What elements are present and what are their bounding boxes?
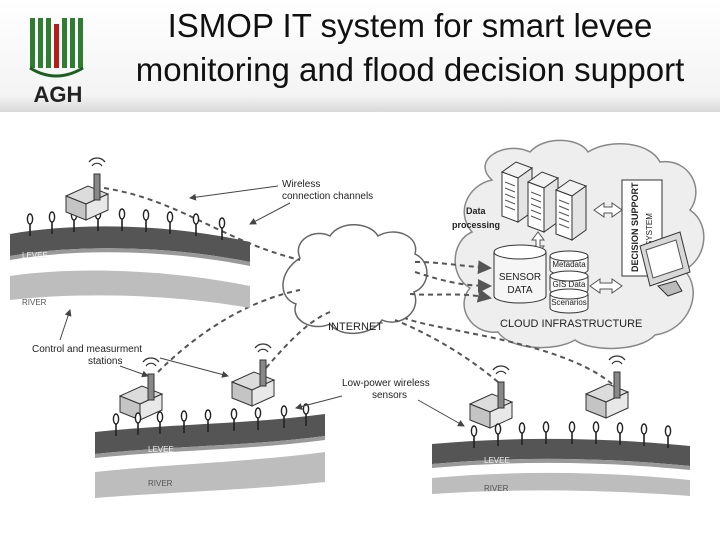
agh-logo: AGH [29, 18, 84, 106]
internet-cloud [282, 224, 428, 335]
levee-surface [432, 458, 690, 470]
wireless-label-2: connection channels [282, 191, 373, 202]
server-icon [527, 171, 559, 233]
levee-band [432, 438, 690, 466]
control-stations-label-2: stations [88, 356, 122, 367]
levee-surface [10, 248, 250, 266]
low-power-arrow [417, 399, 465, 427]
title-line-2: monitoring and flood decision support [135, 51, 685, 88]
river-band [10, 270, 250, 308]
wireless-arrow [189, 185, 279, 201]
levee-band [10, 226, 250, 262]
wireless-arrow [249, 202, 291, 225]
decision-support-system-label: SYSTEM [645, 213, 654, 246]
river-label: RIVER [22, 298, 47, 307]
title-line-1: ISMOP IT system for smart levee [167, 7, 653, 44]
river-band [95, 452, 325, 498]
slide-title: ISMOP IT system for smart levee monitori… [112, 4, 708, 92]
control-stations-arrow [159, 357, 229, 378]
double-arrow-icon [593, 202, 623, 218]
server-icon [555, 179, 587, 241]
connection-channels [103, 187, 613, 385]
sensor-data-label-2: DATA [507, 285, 533, 296]
measurement-station-icon [585, 355, 629, 419]
scenarios-label: Scenarios [551, 298, 587, 307]
sensor-data-label: SENSOR [499, 272, 541, 283]
levee-surface [95, 436, 325, 458]
low-power-sensors-label-2: sensors [372, 390, 407, 401]
gis-data-label: GIS Data [553, 280, 586, 289]
levee-band [95, 414, 325, 454]
double-arrow-icon [589, 278, 623, 294]
slide-header: AGH ISMOP IT system for smart levee moni… [0, 0, 720, 112]
low-power-arrow [295, 395, 343, 410]
river-band [432, 472, 690, 496]
wireless-label: Wireless [282, 179, 320, 190]
measurement-station-icon [119, 357, 163, 421]
system-diagram: Data processing DECISION SUPPORT SYSTEM … [10, 139, 705, 498]
control-stations-arrow [59, 309, 72, 341]
levee-label: LEVEE [148, 445, 174, 454]
internet-label: INTERNET [328, 321, 383, 333]
data-processing-label: Data [466, 206, 487, 216]
levee-label: LEVEE [484, 456, 510, 465]
levee-label: LEVEE [22, 251, 48, 260]
measurement-station-icon [65, 157, 109, 221]
cloud-infrastructure-label: CLOUD INFRASTRUCTURE [500, 318, 642, 330]
metadata-label: Metadata [552, 260, 586, 269]
low-power-sensors-label: Low-power wireless [342, 378, 430, 389]
measurement-station-icon [231, 343, 275, 407]
control-stations-label: Control and measurment [32, 344, 142, 355]
control-stations-arrow [119, 365, 149, 378]
agh-emblem-icon [29, 18, 84, 78]
sensor-data-database-icon [493, 244, 547, 304]
monitor-icon [639, 231, 691, 297]
decision-support-label: DECISION SUPPORT [630, 182, 640, 272]
server-icon [501, 161, 533, 223]
river-label: RIVER [148, 479, 173, 488]
logo-text: AGH [34, 82, 83, 106]
data-processing-label-2: processing [452, 220, 500, 230]
river-label: RIVER [484, 484, 509, 493]
scenarios-database-icon [549, 288, 589, 314]
